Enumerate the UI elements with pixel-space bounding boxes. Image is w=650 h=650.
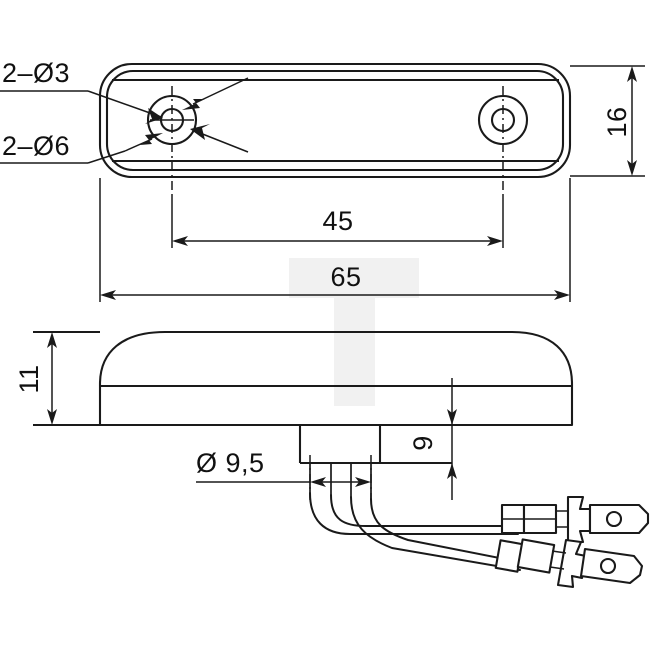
callout-large-arrowhead-a [140,133,163,145]
wire-strand-lower-1 [551,550,567,554]
label-cable-offset-9: 9 [408,435,438,451]
side-view-base-plate [98,384,574,427]
spade-hole-upper [605,510,623,528]
label-height-16: 16 [602,106,632,137]
arrowhead-11-bottom [47,409,57,425]
wire-upper-inner [330,494,519,527]
dimension-cable-diameter: Ø 9,5 [196,448,372,500]
side-view [33,330,574,465]
wire-strand-lower-2 [549,566,565,570]
connector-body-lower [556,538,588,589]
side-view-lens-dome [98,330,574,386]
label-cable-diameter: Ø 9,5 [196,448,265,478]
arrowhead-45-left [172,236,188,246]
crimp-sleeve-lower-b [516,538,556,574]
callout-small-arrowhead-b [182,99,205,110]
right-mounting-hole [477,86,529,196]
spade-hole-lower [599,557,617,575]
arrowhead-45-right [487,236,503,246]
arrowhead-16-bottom [627,160,637,176]
arrowhead-9-lower [447,463,457,479]
callout-large-leader-diag [87,150,126,164]
dimension-height-16: 16 [570,65,645,177]
top-view-outer-outline [98,62,572,179]
arrowhead-9-upper [447,409,457,425]
arrowhead-16-top [627,66,637,82]
dimension-hole-spacing-45: 45 [171,196,504,248]
wire-lower-inner [370,498,521,563]
connector-lower [494,538,644,589]
arrowhead-dia-left [310,477,326,487]
arrowhead-65-right [554,290,570,300]
callout-large-arrow-shaft-b [199,132,249,153]
callout-large-arrowhead-b [190,124,210,140]
top-view [98,62,572,196]
callout-small-leader-diag [87,90,151,114]
cable-harness [309,463,650,589]
callout-large-arrow-shaft-a [124,138,153,152]
hole-callouts: 2–Ø3 2–Ø6 [0,58,249,164]
wire-upper-outer [309,492,519,535]
label-hole-large: 2–Ø6 [2,131,70,161]
label-hole-spacing-45: 45 [322,206,353,236]
dimension-overall-width-65: 65 [99,178,571,302]
left-mounting-hole [146,86,198,196]
label-overall-width-65: 65 [330,262,361,292]
label-hole-small: 2–Ø3 [2,58,70,88]
callout-small-arrowhead-a [145,108,163,124]
connector-upper [500,495,650,544]
label-height-11: 11 [14,364,44,393]
arrowhead-dia-right [355,477,371,487]
connector-body-upper [566,495,592,544]
arrowhead-65-left [100,290,116,300]
wire-lower-outer [350,496,521,571]
dimension-cable-offset-9: 9 [408,378,457,500]
arrowhead-11-top [47,332,57,348]
dimension-height-11: 11 [14,332,57,425]
top-view-inner-outline [105,69,565,172]
